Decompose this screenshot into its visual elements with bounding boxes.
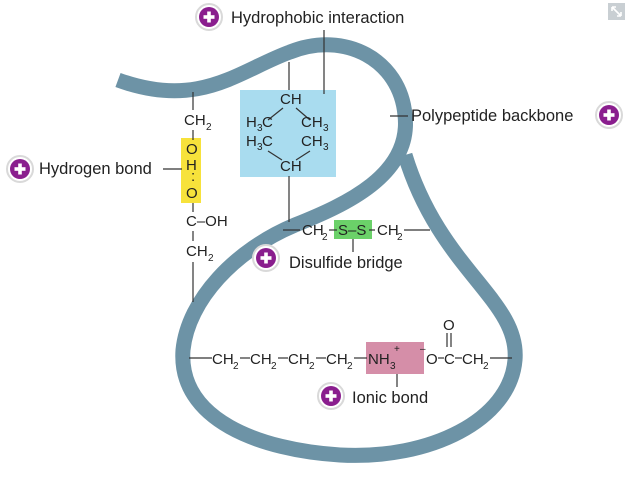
ch2-subscript: 2: [206, 122, 212, 133]
ch2-subscript: 2: [271, 361, 277, 372]
ch-bottom: CH: [280, 158, 302, 175]
ch2-subscript: 2: [309, 361, 315, 372]
ch2-disulfide-left: CH: [302, 222, 324, 239]
label-hydrophobic-interaction: Hydrophobic interaction: [231, 9, 404, 27]
label-ionic-bond: Ionic bond: [352, 389, 428, 407]
ch2-disulfide-right: CH: [377, 222, 399, 239]
plus-circle-icon[interactable]: [6, 155, 34, 183]
ch3-lower: CH: [301, 133, 323, 150]
plus-circle-icon[interactable]: [595, 101, 623, 129]
ch2-subscript: 2: [347, 361, 353, 372]
carbonyl-oxygen: O: [443, 317, 455, 334]
carbon: C: [262, 133, 273, 150]
label-polypeptide-backbone: Polypeptide backbone: [411, 107, 573, 125]
oxygen-bottom: O: [186, 185, 198, 202]
nh3-group: NH: [368, 351, 390, 368]
ch2-lower-left: CH: [186, 243, 208, 260]
carbonyl-carbon: C: [444, 351, 455, 368]
hydrogen-atom: H: [186, 157, 197, 174]
oxygen-anion: O: [426, 351, 438, 368]
plus-circle-icon[interactable]: [317, 382, 345, 410]
ionic-bond-box: [366, 342, 424, 374]
ch2-subscript: 2: [322, 232, 328, 243]
subscript-3: 3: [323, 123, 329, 134]
hydrogen-bond-box: [181, 138, 201, 203]
ch2-subscript: 2: [233, 361, 239, 372]
expand-icon[interactable]: [608, 3, 625, 20]
h-bond-dots: :: [191, 168, 195, 185]
ch2-subscript: 2: [397, 232, 403, 243]
ch2-subscript: 2: [208, 253, 214, 264]
ch2-top-left: CH: [184, 112, 206, 129]
negative-charge: –: [420, 344, 426, 355]
polypeptide-backbone: [115, 37, 523, 463]
hydrophobic-interaction-box: [240, 90, 336, 177]
h3c-upper: H: [246, 114, 257, 131]
ch2-2: CH: [250, 351, 272, 368]
plus-circle-icon[interactable]: [252, 244, 280, 272]
ch2-5: CH: [462, 351, 484, 368]
disulfide-bridge-box: [334, 220, 372, 239]
c-oh-group: C–OH: [186, 213, 228, 230]
positive-charge: +: [394, 344, 400, 355]
label-hydrogen-bond: Hydrogen bond: [39, 160, 152, 178]
ch2-4: CH: [326, 351, 348, 368]
subscript-3: 3: [390, 361, 396, 372]
carbon: C: [262, 114, 273, 131]
ch2-subscript: 2: [483, 361, 489, 372]
plus-circle-icon[interactable]: [195, 3, 223, 31]
ch2-1: CH: [212, 351, 234, 368]
label-disulfide-bridge: Disulfide bridge: [289, 254, 403, 272]
ch-top: CH: [280, 91, 302, 108]
subscript-3: 3: [257, 123, 263, 134]
ch3-upper: CH: [301, 114, 323, 131]
subscript-3: 3: [257, 142, 263, 153]
subscript-3: 3: [323, 142, 329, 153]
s-s-bond: S–S: [338, 222, 366, 239]
ionic-chain: CH 2 CH 2 CH 2 CH 2 NH 3 + – O C O CH 2: [189, 317, 512, 372]
oxygen-top: O: [186, 141, 198, 158]
ch2-3: CH: [288, 351, 310, 368]
h3c-lower: H: [246, 133, 257, 150]
